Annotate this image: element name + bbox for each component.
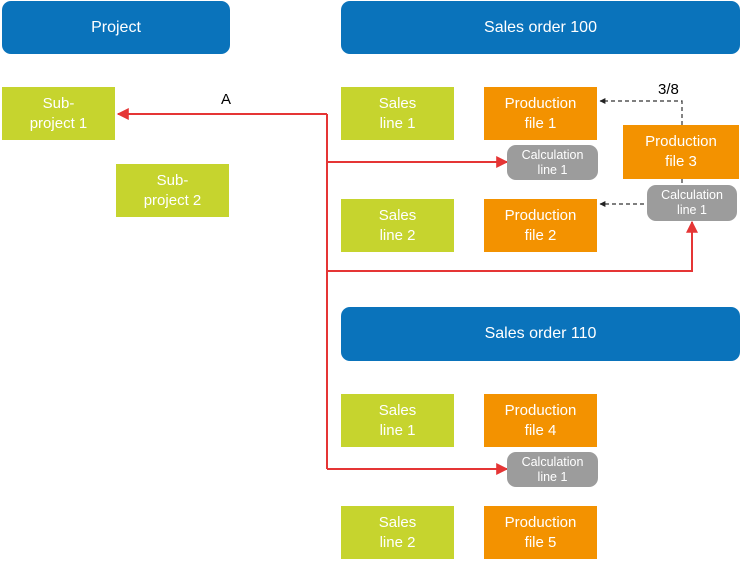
so110-sales-line-2: Sales line 2 (341, 506, 454, 559)
production-file-1: Production file 1 (484, 87, 597, 140)
production-file-2: Production file 2 (484, 199, 597, 252)
calc-line-pf1: Calculation line 1 (507, 145, 598, 180)
subproject-2: Sub- project 2 (116, 164, 229, 217)
calc-line-pf4: Calculation line 1 (507, 452, 598, 487)
red-arrow-calc-pf3 (327, 220, 698, 272)
production-file-3: Production file 3 (623, 125, 739, 179)
sales-order-100-header: Sales order 100 (341, 1, 740, 54)
production-file-4: Production file 4 (484, 394, 597, 447)
subproject-1: Sub- project 1 (2, 87, 115, 140)
sales-order-110-header: Sales order 110 (341, 307, 740, 361)
calc-line-pf3: Calculation line 1 (647, 185, 737, 221)
so100-sales-line-2: Sales line 2 (341, 199, 454, 252)
production-file-5: Production file 5 (484, 506, 597, 559)
so110-sales-line-1: Sales line 1 (341, 394, 454, 447)
so100-sales-line-1: Sales line 1 (341, 87, 454, 140)
project-header: Project (2, 1, 230, 54)
fraction-label: 3/8 (658, 81, 679, 98)
arrow-label-a: A (221, 91, 232, 108)
dashed-arrow-pf1 (599, 98, 683, 125)
